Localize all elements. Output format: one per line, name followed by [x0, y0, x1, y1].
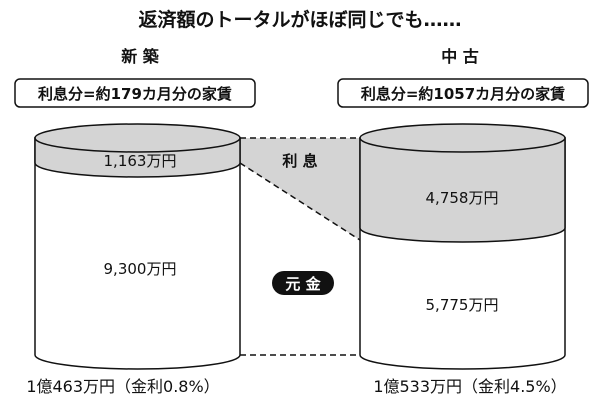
right-interest-value: 4,758万円 — [426, 189, 499, 207]
right-total: 1億533万円（金利4.5%） — [373, 377, 566, 396]
left-interest-value: 1,163万円 — [104, 152, 177, 170]
left-note: 利息分=約179カ月分の家賃 — [38, 85, 232, 103]
right-note: 利息分=約1057カ月分の家賃 — [361, 85, 565, 103]
left-note-box — [14, 78, 256, 108]
left-heading: 新 築 — [121, 47, 160, 66]
left-principal-value: 9,300万円 — [104, 260, 177, 278]
right-heading: 中 古 — [441, 47, 479, 66]
diagram-title: 返済額のトータルがほぼ同じでも…… — [138, 8, 461, 31]
left-cylinder — [34, 123, 241, 370]
right-note-box — [337, 78, 589, 108]
interest-connector-fill — [240, 138, 360, 240]
principal-label: 元 金 — [285, 275, 321, 293]
right-cylinder — [359, 123, 566, 370]
dashed-connectors — [239, 137, 361, 356]
left-total: 1億463万円（金利0.8%） — [26, 377, 219, 396]
principal-label-pill — [272, 271, 334, 295]
right-principal-value: 5,775万円 — [426, 296, 499, 314]
interest-label: 利 息 — [282, 152, 317, 170]
